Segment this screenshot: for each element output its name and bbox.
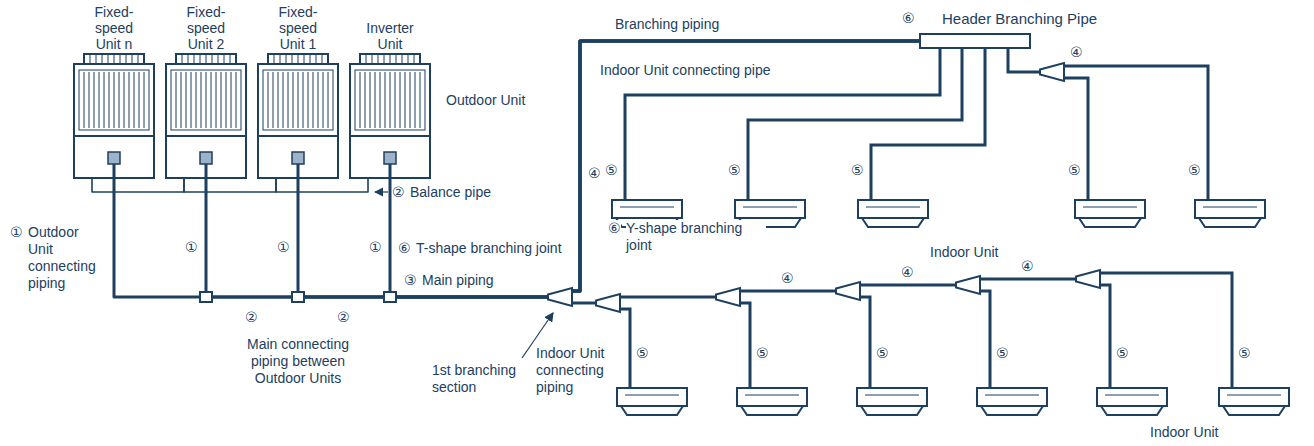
part-label: Indoor Unit (930, 244, 998, 261)
callout-number: ⑥ (608, 220, 621, 237)
indoor-unit (1097, 388, 1167, 415)
header-branching-pipe: Header Branching Pipe (920, 6, 1130, 52)
part-label: T-shape branching joint (416, 240, 562, 257)
callout-number: ① (277, 239, 290, 256)
unit-label: Fixed-speed Unit 1 (267, 4, 329, 52)
indoor-unit (977, 388, 1047, 415)
callout-number: ④ (1070, 44, 1083, 61)
callout-number: ⑤ (1068, 162, 1081, 179)
indoor-unit (737, 388, 807, 415)
callout-number: ⑤ (851, 162, 864, 179)
callout-number: ④ (1021, 258, 1034, 275)
callout-number: ⑥ (398, 240, 411, 257)
indoor-piping (572, 48, 1232, 388)
callout-number: ① (185, 239, 198, 256)
unit-label: Fixed-speed Unit n (83, 4, 145, 52)
callout-number: ① (369, 239, 382, 256)
callout-number: ④ (901, 264, 914, 281)
balance-pipe (92, 178, 184, 192)
indoor-unit (1075, 200, 1145, 227)
outdoor-unit: Fixed-speed Unit n (70, 4, 158, 178)
outdoor-unit: Fixed-speed Unit 1 (254, 4, 342, 178)
callout-number: ⑤ (1238, 345, 1251, 362)
balance-pipe (184, 178, 276, 192)
callout-number: ② (392, 184, 405, 201)
outdoor-unit-body (350, 54, 430, 178)
indoor-unit (857, 388, 927, 415)
callout-number: ④ (781, 270, 794, 287)
callout-number: ⑤ (756, 345, 769, 362)
callout-number: ⑤ (996, 345, 1009, 362)
indoor-unit (858, 200, 928, 227)
outdoor-unit: Fixed-speed Unit 2 (162, 4, 250, 178)
part-label: Outdoor Unit connecting piping (28, 224, 102, 292)
part-label: Balance pipe (410, 184, 491, 201)
refrigerant-pipe (206, 41, 920, 297)
callout-number: ⑥ (902, 10, 915, 27)
unit-label: Fixed-speed Unit 2 (175, 4, 237, 52)
unit-label: Inverter Unit (359, 20, 421, 52)
part-label: Branching piping (615, 16, 719, 33)
part-label: Indoor Unit connecting pipe (600, 62, 770, 79)
part-label: Indoor Unit (1150, 424, 1218, 441)
outdoor-unit-body (258, 54, 338, 178)
callout-number: ⑤ (605, 162, 618, 179)
callout-number: ⑤ (728, 162, 741, 179)
callout-number: ③ (404, 272, 417, 289)
part-label: Y-shape branching joint (626, 220, 766, 254)
outdoor-unit-body (74, 54, 154, 178)
leader-line (375, 191, 388, 192)
callout-number: ① (10, 224, 23, 241)
callout-number: ④ (588, 165, 601, 182)
refrigerant-pipe (390, 41, 920, 297)
refrigerant-pipe (298, 41, 920, 297)
indoor-unit (1219, 388, 1289, 415)
callout-number: ② (245, 309, 258, 326)
part-label: 1st branching section (432, 362, 528, 396)
branching-joint (200, 34, 1100, 312)
callout-number: ② (337, 309, 350, 326)
indoor-unit (617, 388, 687, 415)
indoor-unit (1195, 200, 1265, 227)
callout-number: ⑤ (1188, 162, 1201, 179)
callout-number: ⑤ (636, 345, 649, 362)
part-label: Main piping (422, 272, 494, 289)
outdoor-unit-body (166, 54, 246, 178)
part-label: Outdoor Unit (446, 92, 525, 109)
part-label: Indoor Unit connecting piping (536, 345, 614, 396)
pipe-label: Header Branching Pipe (942, 10, 1097, 27)
balance-pipe (276, 178, 368, 192)
callout-number: ⑤ (876, 345, 889, 362)
part-label: Main connecting piping between Outdoor U… (240, 336, 356, 387)
outdoor-unit: Inverter Unit (346, 4, 434, 178)
callout-number: ⑤ (1116, 345, 1129, 362)
refrigerant-pipe (114, 41, 920, 297)
